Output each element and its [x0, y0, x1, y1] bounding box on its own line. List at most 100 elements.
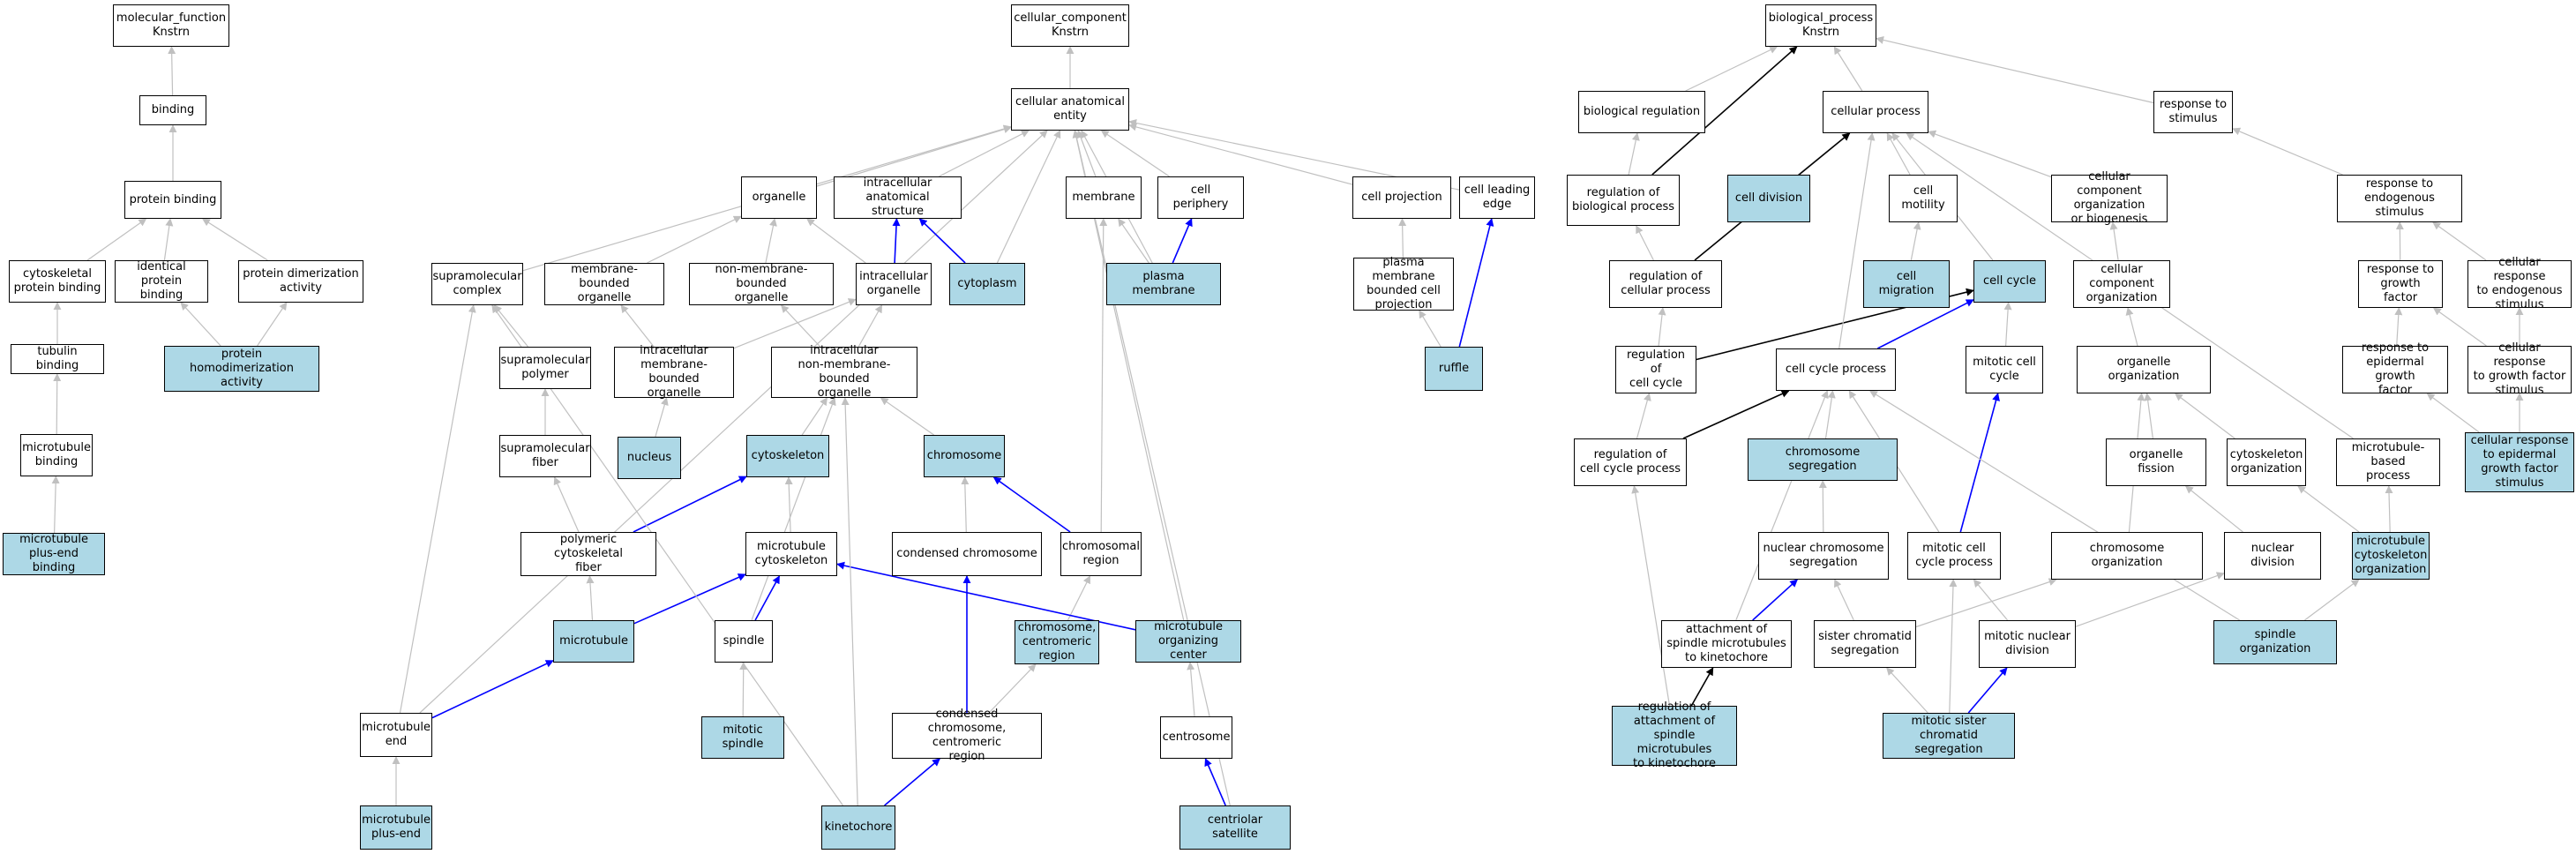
go-term-node[interactable]: microtubule binding [20, 434, 93, 476]
go-term-node[interactable]: binding [139, 95, 206, 125]
go-term-node[interactable]: chromosomal region [1060, 532, 1142, 576]
go-term-node[interactable]: microtubule cytoskeleton [745, 532, 837, 576]
go-term-node[interactable]: spindle [715, 620, 773, 663]
go-term-node[interactable]: regulation of attachment of spindle micr… [1612, 700, 1737, 770]
go-term-node[interactable]: supramolecular polymer [499, 347, 591, 389]
edge-arrow [2232, 127, 2343, 176]
go-term-node[interactable]: regulation of biological process [1567, 175, 1680, 226]
go-term-node[interactable]: condensed chromosome, centromeric region [892, 708, 1042, 763]
edge-arrow [2385, 485, 2393, 533]
go-term-node[interactable]: supramolecular fiber [499, 435, 591, 477]
go-term-node[interactable]: attachment of spindle microtubules to ki… [1661, 620, 1792, 668]
go-term-node[interactable]: response to epidermal growth factor [2342, 341, 2448, 397]
go-term-node[interactable]: intracellular membrane-bounded organelle [614, 344, 734, 400]
go-term-node[interactable]: microtubule end [360, 713, 432, 757]
go-term-node[interactable]: mitotic spindle [701, 716, 784, 759]
edge-arrow [2003, 302, 2012, 347]
go-term-node[interactable]: response to stimulus [2153, 91, 2233, 133]
go-term-node[interactable]: tubulin binding [11, 344, 104, 374]
go-term-node[interactable]: nucleus [618, 437, 681, 479]
go-term-node[interactable]: nuclear chromosome segregation [1758, 532, 1889, 580]
go-term-node[interactable]: cell migration [1863, 260, 1950, 308]
go-term-node[interactable]: cellular_component Knstrn [1011, 4, 1129, 47]
edge-arrow [180, 302, 221, 347]
edge-arrow [1685, 46, 1778, 92]
go-term-node[interactable]: biological regulation [1578, 91, 1705, 133]
go-term-node[interactable]: chromosome [924, 435, 1005, 477]
go-term-node[interactable]: cell cycle [1973, 260, 2046, 303]
go-term-node[interactable]: identical protein binding [115, 260, 208, 303]
go-term-node[interactable]: cellular component organization or bioge… [2051, 170, 2168, 226]
go-term-node[interactable]: chromosome segregation [1748, 438, 1898, 481]
go-term-node[interactable]: cellular component organization [2073, 260, 2170, 308]
edge-arrow [1959, 393, 2000, 533]
go-term-node[interactable]: ruffle [1425, 347, 1483, 391]
go-term-node[interactable]: cell leading edge [1459, 176, 1535, 219]
go-term-node[interactable]: regulation of cellular process [1609, 260, 1722, 308]
go-term-node[interactable]: centrosome [1160, 716, 1232, 759]
go-term-node[interactable]: cytoskeleton organization [2227, 438, 2306, 486]
go-term-node[interactable]: regulation of cell cycle [1615, 346, 1696, 393]
go-term-node[interactable]: kinetochore [821, 805, 895, 850]
go-term-node[interactable]: response to endogenous stimulus [2337, 175, 2462, 222]
go-term-node[interactable]: microtubule cytoskeleton organization [2352, 532, 2430, 580]
go-term-node[interactable]: cellular response to endogenous stimulus [2467, 256, 2572, 311]
go-term-node[interactable]: protein dimerization activity [238, 260, 363, 303]
go-term-node[interactable]: molecular_function Knstrn [113, 4, 229, 47]
go-term-node[interactable]: condensed chromosome [892, 532, 1042, 576]
go-term-node[interactable]: protein homodimerization activity [164, 346, 319, 392]
go-term-node[interactable]: polymeric cytoskeletal fiber [520, 532, 656, 576]
go-term-node[interactable]: cellular response to growth factor stimu… [2467, 341, 2572, 397]
go-term-node[interactable]: membrane [1066, 176, 1142, 219]
go-term-node[interactable]: membrane-bounded organelle [544, 263, 664, 305]
edge-arrow [841, 397, 858, 806]
go-term-node[interactable]: intracellular anatomical structure [834, 176, 962, 219]
go-term-node[interactable]: organelle fission [2106, 438, 2206, 486]
go-term-node[interactable]: cell cycle process [1776, 348, 1896, 391]
go-term-node[interactable]: protein binding [124, 181, 221, 219]
edge-arrow [1631, 485, 1671, 707]
go-term-node[interactable]: plasma membrane [1106, 263, 1221, 305]
go-term-node[interactable]: cell division [1727, 175, 1810, 222]
go-term-node[interactable]: microtubule plus-end [360, 805, 432, 850]
go-term-node[interactable]: spindle organization [2213, 620, 2337, 664]
edge-arrow [1838, 132, 1876, 349]
go-term-node[interactable]: cytoskeletal protein binding [9, 260, 106, 303]
go-term-node[interactable]: organelle organization [2077, 346, 2211, 393]
go-term-node[interactable]: mitotic nuclear division [1979, 620, 2076, 668]
go-term-node[interactable]: cellular response to epidermal growth fa… [2465, 432, 2574, 492]
go-term-node[interactable]: regulation of cell cycle process [1574, 438, 1687, 486]
go-term-node[interactable]: microtubule organizing center [1135, 620, 1241, 663]
edge-arrow [1099, 218, 1108, 533]
go-term-node[interactable]: intracellular non-membrane-bounded organ… [771, 344, 917, 400]
go-term-node[interactable]: response to growth factor [2358, 260, 2443, 308]
go-term-node[interactable]: microtubule-based process [2336, 438, 2440, 486]
go-term-node[interactable]: non-membrane-bounded organelle [689, 263, 834, 305]
go-term-node[interactable]: mitotic cell cycle process [1907, 532, 2001, 580]
go-term-node[interactable]: cytoplasm [949, 263, 1025, 305]
go-term-node[interactable]: mitotic sister chromatid segregation [1883, 713, 2015, 759]
go-term-node[interactable]: cell periphery [1157, 176, 1244, 219]
go-term-node[interactable]: biological_process Knstrn [1765, 4, 1876, 47]
go-term-node[interactable]: chromosome organization [2051, 532, 2203, 580]
go-term-node[interactable]: nuclear division [2224, 532, 2321, 580]
go-term-node[interactable]: cellular process [1823, 91, 1928, 133]
go-term-node[interactable]: mitotic cell cycle [1966, 346, 2043, 393]
go-term-node[interactable]: chromosome, centromeric region [1015, 620, 1099, 664]
go-term-node[interactable]: cytoskeleton [746, 435, 829, 477]
go-term-node[interactable]: organelle [741, 176, 817, 219]
go-term-node[interactable]: supramolecular complex [431, 263, 523, 305]
edge-arrow [168, 46, 176, 96]
edge-arrow [2144, 393, 2153, 439]
go-term-node[interactable]: plasma membrane bounded cell projection [1353, 256, 1454, 311]
go-term-node[interactable]: microtubule plus-end binding [3, 533, 105, 575]
go-term-node[interactable]: cell projection [1352, 176, 1451, 219]
go-term-node[interactable]: cell motility [1889, 175, 1958, 222]
go-term-node[interactable]: cellular anatomical entity [1011, 88, 1129, 131]
edge-arrow [655, 397, 669, 438]
go-term-node[interactable]: sister chromatid segregation [1814, 620, 1916, 668]
go-term-node[interactable]: centriolar satellite [1179, 805, 1291, 850]
edge-arrow [1876, 299, 1974, 349]
go-term-node[interactable]: microtubule [553, 620, 634, 663]
go-term-node[interactable]: intracellular organelle [856, 263, 932, 305]
